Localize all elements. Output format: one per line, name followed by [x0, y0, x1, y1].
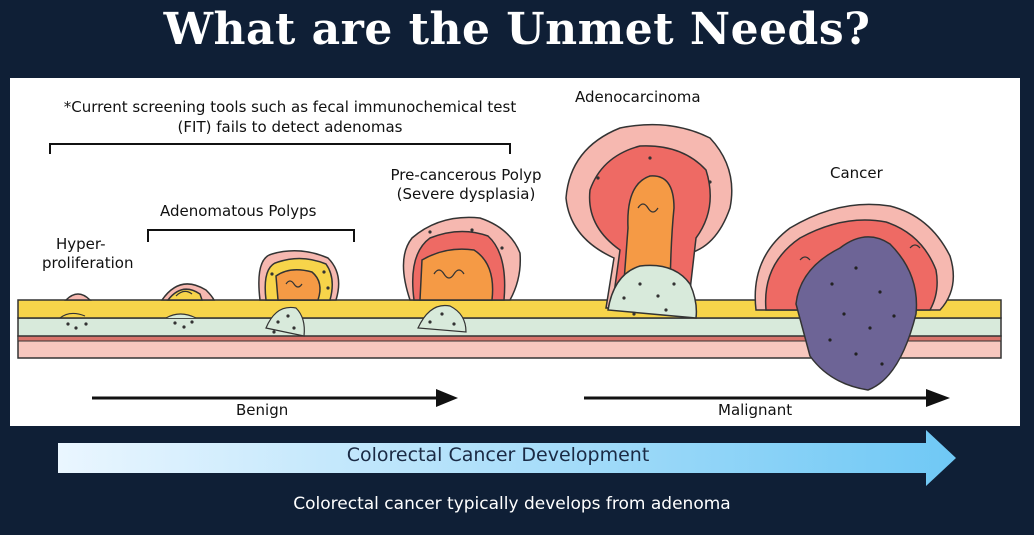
- fit-note-line2: (FIT) fails to detect adenomas: [177, 118, 403, 136]
- fit-note-line1: *Current screening tools such as fecal i…: [63, 98, 517, 116]
- hyperproliferation-lesion: [59, 293, 92, 330]
- small-adenoma: [160, 283, 216, 329]
- stage-label-precancer-1: Pre-cancerous Polyp: [390, 166, 542, 184]
- colorectal-progression-diagram: [17, 123, 1002, 407]
- page-title: What are the Unmet Needs?: [163, 4, 871, 55]
- development-arrow-label: Colorectal Cancer Development: [346, 444, 650, 466]
- stage-label-adenomatous: Adenomatous Polyps: [160, 202, 317, 220]
- caption: Colorectal cancer typically develops fro…: [293, 494, 731, 514]
- stage-label-cancer: Cancer: [830, 164, 883, 182]
- diagram-panel: *Current screening tools such as fecal i…: [10, 78, 1020, 426]
- benign-label: Benign: [236, 401, 289, 419]
- stage-label-adenocarcinoma: Adenocarcinoma: [575, 88, 701, 106]
- stage-label-precancer-2: (Severe dysplasia): [396, 185, 536, 203]
- adenomatous-bracket: [147, 229, 355, 242]
- adenocarcinoma-lesion: [565, 123, 733, 319]
- precancerous-polyp: [402, 216, 522, 333]
- stage-label-hyper-2: proliferation: [42, 254, 134, 272]
- stage-label-hyper-1: Hyper-: [56, 235, 106, 253]
- medium-adenoma: [258, 250, 340, 337]
- cancer-lesion: [754, 203, 955, 391]
- malignant-label: Malignant: [718, 401, 793, 419]
- development-progress-arrow: [58, 430, 956, 486]
- fit-bracket: [49, 143, 511, 154]
